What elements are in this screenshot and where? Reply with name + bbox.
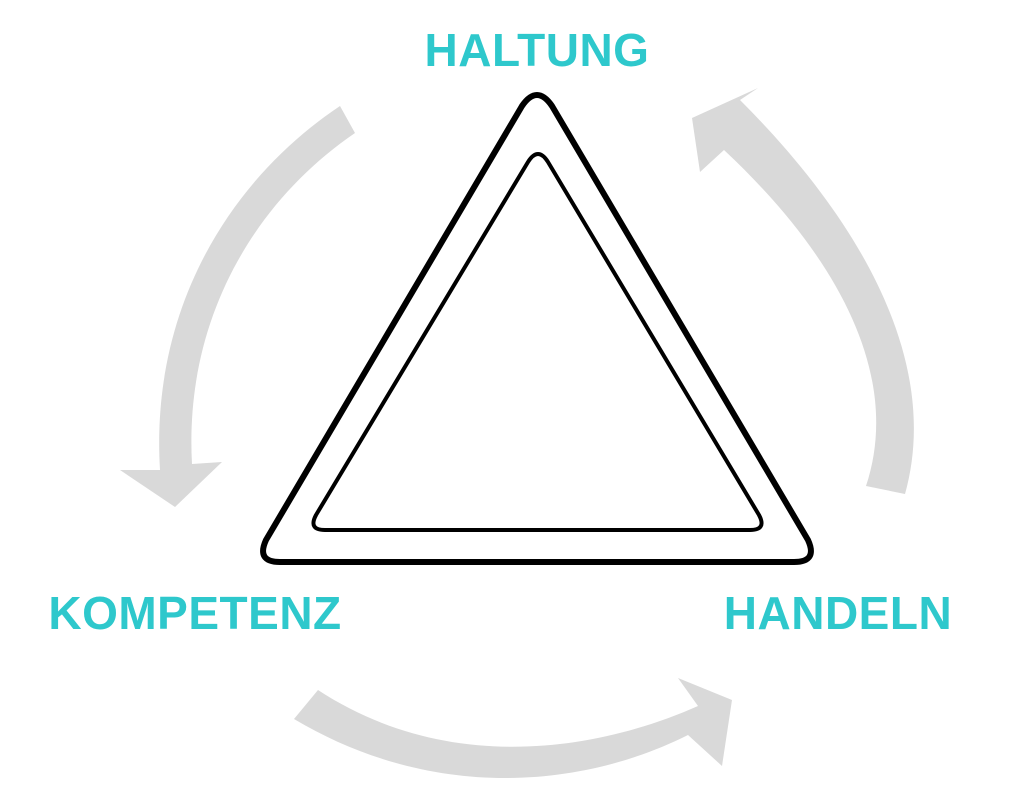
cycle-arrows [120, 88, 914, 779]
triangle-group [260, 92, 814, 565]
arrow-haltung-to-kompetenz [120, 106, 355, 507]
inner-triangle [311, 152, 764, 532]
outer-triangle [260, 92, 814, 565]
arrow-kompetenz-to-handeln [294, 678, 732, 779]
label-handeln: HANDELN [724, 587, 952, 639]
label-haltung: HALTUNG [425, 24, 650, 76]
label-kompetenz: KOMPETENZ [48, 587, 341, 639]
arrow-handeln-to-haltung [692, 88, 914, 494]
